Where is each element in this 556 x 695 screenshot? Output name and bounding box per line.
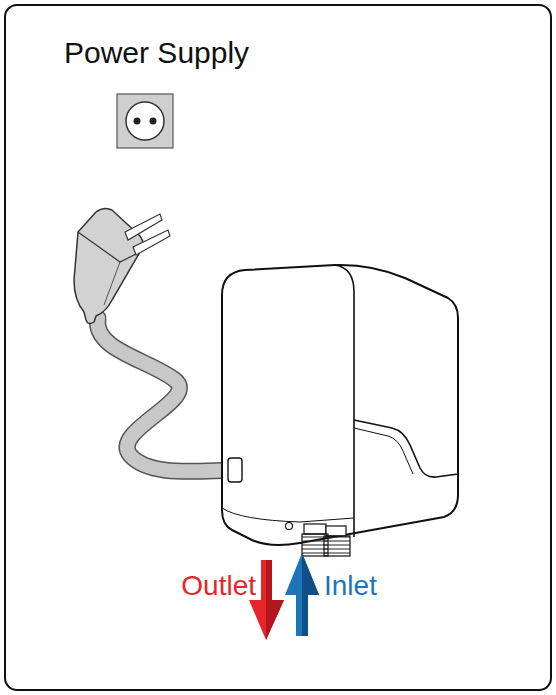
power-cable-fill	[98, 318, 240, 471]
outlet-label: Outlet	[181, 572, 256, 600]
power-plug	[74, 208, 170, 323]
pipe-fittings	[302, 524, 350, 556]
power-cable	[98, 318, 240, 471]
frame	[5, 5, 551, 690]
title: Power Supply	[64, 38, 249, 68]
wall-socket	[117, 94, 173, 148]
inlet-arrow	[285, 553, 319, 636]
water-heater-unit	[222, 265, 458, 545]
inlet-label: Inlet	[324, 572, 377, 600]
